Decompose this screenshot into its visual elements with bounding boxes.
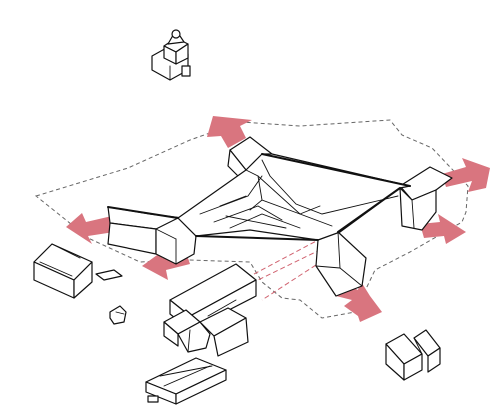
site-boundary [34, 119, 469, 319]
long-house-south [145, 357, 227, 405]
tower-house [151, 29, 191, 81]
expansion-arrow-southeast [420, 214, 466, 244]
west-wing-facade [107, 222, 157, 255]
house-cluster-south [163, 263, 257, 357]
small-block [109, 305, 127, 325]
expansion-arrow-west [66, 213, 114, 244]
roof-band-nw-se [177, 153, 411, 241]
house-west [33, 243, 123, 299]
expansion-arrow-north [207, 116, 252, 148]
alignment-line [257, 245, 329, 281]
central-cross-building [107, 136, 453, 297]
alignment-line [204, 237, 323, 301]
alignment-line [261, 251, 337, 301]
south-wing-end [315, 231, 367, 297]
twin-houses-east [385, 329, 441, 381]
expansion-arrow-east [442, 158, 490, 192]
